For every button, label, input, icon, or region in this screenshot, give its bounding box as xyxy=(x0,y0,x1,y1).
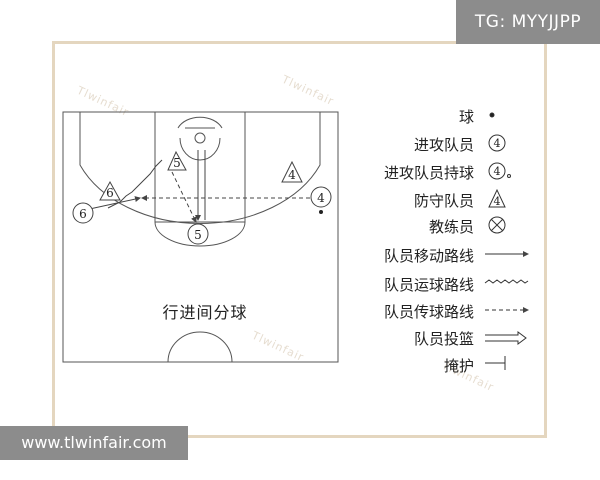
dribble-path xyxy=(107,159,163,209)
legend-offense-ball-symbol xyxy=(488,162,506,180)
defender-label: 6 xyxy=(106,186,114,200)
legend-defense-symbol xyxy=(488,188,506,208)
defender-triangle xyxy=(281,160,303,183)
legend-dribble-symbol xyxy=(484,279,529,284)
basket-arc xyxy=(177,116,223,129)
offense-player-circle xyxy=(187,223,209,245)
legend-label: 队员移动路线 xyxy=(383,247,474,265)
legend-label: 队员传球路线 xyxy=(383,303,474,321)
court-caption: 行进间分球 xyxy=(162,303,248,322)
offense-player-circle xyxy=(310,186,332,208)
defender-label: 5 xyxy=(173,156,181,170)
url-badge: www.tlwinfair.com xyxy=(0,426,188,460)
offense-player-label: 6 xyxy=(79,207,87,221)
legend-coach-x xyxy=(490,218,504,232)
legend-ball-symbol xyxy=(489,112,495,118)
legend-label: 球 xyxy=(458,108,474,126)
free-throw-circle xyxy=(154,221,246,247)
legend-label: 进攻队员持球 xyxy=(383,164,474,182)
legend-offense-ball-glyph: 4 xyxy=(494,165,501,178)
ball-icon xyxy=(319,210,323,214)
defender-triangle xyxy=(167,150,187,171)
center-circle xyxy=(167,331,233,363)
legend-label: 掩护 xyxy=(443,357,474,375)
defender-label: 4 xyxy=(288,168,296,182)
legend-offense-glyph: 4 xyxy=(494,137,501,150)
defender-triangle xyxy=(99,180,121,201)
pass-path xyxy=(171,171,197,223)
offense-player-circle xyxy=(72,202,94,224)
move-path xyxy=(84,196,141,211)
legend-label: 教练员 xyxy=(428,218,474,236)
offense-player-label: 4 xyxy=(317,191,325,205)
legend-label: 防守队员 xyxy=(413,192,474,210)
legend-coach-symbol xyxy=(488,216,506,234)
legend-label: 进攻队员 xyxy=(413,136,474,154)
legend-defense-glyph: 4 xyxy=(494,195,501,208)
legend-label: 队员运球路线 xyxy=(383,276,474,294)
legend-label: 队员投篮 xyxy=(413,330,474,348)
restricted-arc xyxy=(179,137,221,161)
legend-offense-symbol xyxy=(488,134,506,152)
legend-shot-symbol xyxy=(485,331,527,345)
diagram-frame xyxy=(52,41,547,438)
watermark-badge: TG: MYYJJPP xyxy=(456,0,600,44)
legend-ball-dot xyxy=(507,174,511,178)
three-point-line xyxy=(79,112,321,224)
offense-player-label: 5 xyxy=(194,228,202,242)
rim xyxy=(194,132,206,144)
